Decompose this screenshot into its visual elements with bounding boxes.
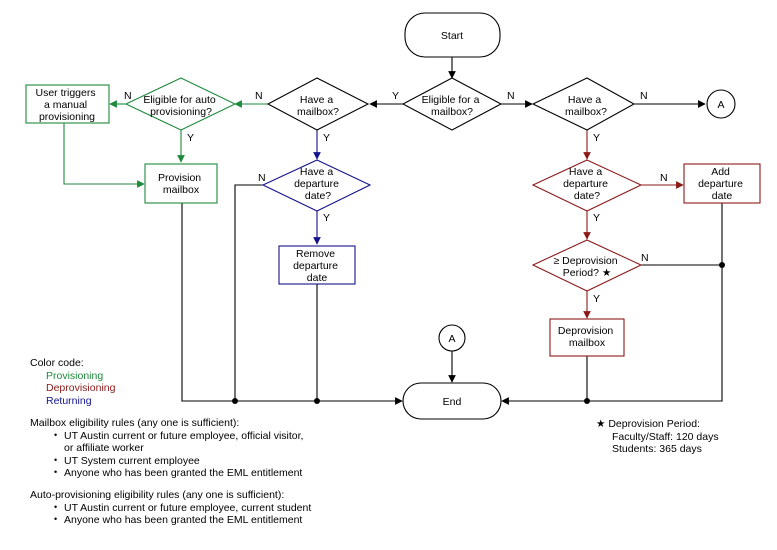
edge-user-to-provision xyxy=(63,123,145,188)
mailbox-eligibility-rules: Mailbox eligibility rules (any one is su… xyxy=(30,417,303,480)
connector-a-top-label: A xyxy=(717,99,724,111)
junction-dot xyxy=(314,398,320,404)
legend-item-provisioning: Provisioning xyxy=(46,369,104,382)
legend-title: Color code: xyxy=(30,357,84,369)
rule-line: UT System current employee xyxy=(64,454,200,467)
have-mailbox-left-decision xyxy=(266,77,370,131)
edge-label-no: N xyxy=(124,90,132,102)
provision-mailbox-box xyxy=(144,163,218,204)
deprovision-period-label: ≥ Deprovision Period? ★ xyxy=(553,255,620,279)
add-departure-label: Add departure date xyxy=(698,166,746,202)
provision-mailbox-label: Provision mailbox xyxy=(158,172,204,196)
edge-label-no: N xyxy=(507,90,515,102)
add-departure-box xyxy=(683,163,761,204)
remove-departure-label: Remove departure date xyxy=(293,248,341,284)
eligible-auto-decision xyxy=(124,77,237,131)
auto-provisioning-rules: Auto-provisioning eligibility rules (any… xyxy=(30,489,311,527)
footnote-line: Faculty/Staff: 120 days xyxy=(612,430,719,443)
edge-label-yes: Y xyxy=(593,212,600,224)
end-label: End xyxy=(443,396,462,408)
edge-label-no: N xyxy=(641,252,649,264)
rule-line: UT Austin current or future employee, of… xyxy=(64,429,304,442)
auto-rule-item: UT Austin current or future employee, cu… xyxy=(54,501,312,515)
connector-a-bottom xyxy=(438,324,466,352)
have-mailbox-right-label: Have a mailbox? xyxy=(565,94,607,118)
color-code-legend: Color code: Provisioning Deprovisioning … xyxy=(30,357,115,407)
have-departure-left-decision xyxy=(261,159,372,212)
deprovision-mailbox-box xyxy=(549,318,625,357)
footnote-title: ★ Deprovision Period: xyxy=(596,418,700,430)
edge-provision-to-end xyxy=(181,203,403,405)
eligible-mailbox-label: Eligible for a mailbox? xyxy=(422,94,483,118)
have-departure-right-decision xyxy=(531,159,643,212)
remove-departure-box xyxy=(278,245,356,285)
have-mailbox-right-decision xyxy=(531,77,636,131)
connector-a-bottom-label: A xyxy=(448,333,455,345)
edge-label-yes: Y xyxy=(593,132,600,144)
legend-item-deprovisioning: Deprovisioning xyxy=(46,382,116,394)
start-terminal xyxy=(404,12,501,58)
edge-label-yes: Y xyxy=(187,132,194,144)
eligible-mailbox-decision xyxy=(401,77,503,131)
rule-line: Anyone who has been granted the EML enti… xyxy=(64,467,303,479)
edge-label-no: N xyxy=(258,172,266,184)
edge-label-no: N xyxy=(255,90,263,102)
edge-right-merge-to-end xyxy=(501,203,723,405)
junction-dot xyxy=(584,398,590,404)
auto-rules-title: Auto-provisioning eligibility rules (any… xyxy=(30,489,285,501)
deprovision-period-footnote: ★ Deprovision Period: Faculty/Staff: 120… xyxy=(596,418,719,456)
eligible-auto-label: Eligible for auto provisioning? xyxy=(143,94,218,118)
edge-label-no: N xyxy=(660,172,668,184)
deprovision-mailbox-label: Deprovision mailbox xyxy=(558,325,616,349)
end-terminal xyxy=(402,382,502,420)
user-triggers-label: User triggers a manual provisioning xyxy=(35,87,98,123)
user-triggers-box xyxy=(25,84,110,124)
have-departure-left-label: Have a departure date? xyxy=(294,166,342,202)
mailbox-rule-item: UT Austin current or future employee, of… xyxy=(54,429,304,455)
rule-line: or affiliate worker xyxy=(64,442,144,454)
connector-a-top xyxy=(706,89,736,119)
edge-label-yes: Y xyxy=(323,132,330,144)
rule-line: Anyone who has been granted the EML enti… xyxy=(64,514,303,526)
rule-line: UT Austin current or future employee, cu… xyxy=(64,501,312,514)
edge-have-departure-no xyxy=(234,184,263,401)
deprovision-period-decision xyxy=(531,239,643,292)
legend-item-returning: Returning xyxy=(46,394,92,407)
junction-dot xyxy=(232,398,238,404)
have-departure-right-label: Have a departure date? xyxy=(563,166,611,202)
auto-rule-item: Anyone who has been granted the EML enti… xyxy=(54,513,311,527)
junction-dot xyxy=(719,262,725,268)
footnote-line: Students: 365 days xyxy=(612,443,702,455)
edge-label-yes: Y xyxy=(593,293,600,305)
edge-label-yes: Y xyxy=(392,90,399,102)
have-mailbox-left-label: Have a mailbox? xyxy=(297,94,339,118)
mailbox-rule-item: UT System current employee xyxy=(54,454,303,468)
edge-label-yes: Y xyxy=(323,212,330,224)
mailbox-rules-title: Mailbox eligibility rules (any one is su… xyxy=(30,417,240,429)
start-label: Start xyxy=(441,30,463,42)
edge-label-no: N xyxy=(640,90,648,102)
mailbox-rule-item: Anyone who has been granted the EML enti… xyxy=(54,466,303,480)
